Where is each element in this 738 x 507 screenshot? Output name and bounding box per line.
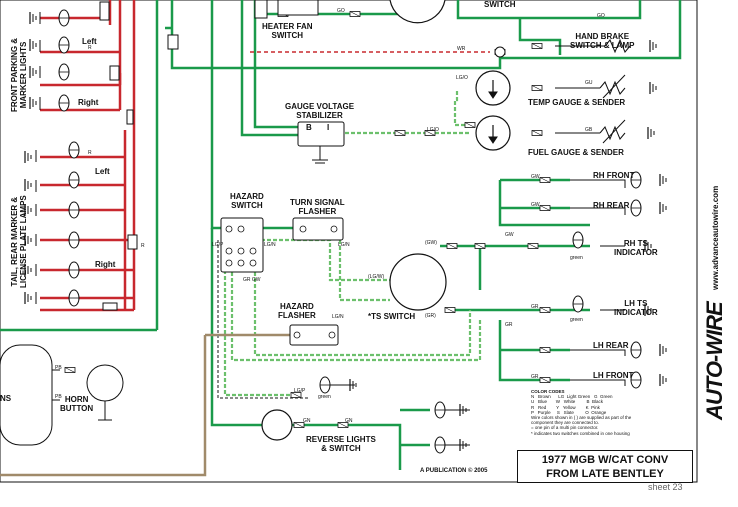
rh-rear-label: RH REAR: [593, 201, 630, 210]
wire-gb: GB: [585, 127, 593, 133]
brand-logo: AUTO-WIRE: [702, 302, 727, 420]
left-lamps: [35, 1, 138, 311]
publication-credit: A PUBLICATION © 2005: [420, 468, 488, 474]
title-line-2: FROM LATE BENTLEY: [546, 468, 664, 480]
legend-row: Wire colors shown in ( ) are supplied as…: [531, 415, 632, 421]
wire-green: green: [570, 317, 583, 323]
title-box: 1977 MGB W/CAT CONV FROM LATE BENTLEY: [517, 450, 693, 483]
wire-go: GO: [597, 13, 605, 19]
wire-lgo: LG/O: [427, 127, 439, 133]
lh-ts-indicator-label: LH TS INDICATOR: [614, 299, 658, 317]
wire-gw: GW: [531, 202, 540, 208]
tail-rear-label: TAIL, REAR MARKER & LICENSE PLATE LAMPS: [10, 195, 28, 288]
website-url: www.advanceautowire.com: [711, 185, 720, 290]
hazard-switch-label: HAZARD SWITCH: [230, 192, 264, 210]
hand-brake-label: HAND BRAKE SWITCH & LAMP: [570, 32, 635, 50]
switch-top-label: SWITCH: [484, 0, 516, 9]
legend-row: P Purple S Slate O Orange: [531, 409, 607, 415]
wire-lgp: LG/P: [212, 242, 224, 248]
wire-lgn: LG/N: [338, 242, 350, 248]
legend-heading: COLOR CODES: [531, 389, 565, 394]
wire-pb: PB: [55, 365, 62, 371]
wire-r: R: [88, 150, 92, 156]
terminal-b: B: [306, 123, 312, 132]
wire-green: green: [318, 394, 331, 400]
rh-front-label: RH FRONT: [593, 171, 635, 180]
lh-rear-label: LH REAR: [593, 341, 629, 350]
temp-gauge-label: TEMP GAUGE & SENDER: [528, 98, 626, 107]
wire-lgp: LG/P: [294, 388, 306, 394]
left-label-2: Left: [95, 167, 110, 176]
legend-row: = one pin of a multi pin connector.: [531, 425, 599, 431]
wire-green: green: [570, 255, 583, 261]
right-label-1: Right: [78, 98, 99, 107]
wire-gn: GN: [303, 418, 311, 424]
heater-fan-switch-label: HEATER FAN SWITCH: [262, 22, 313, 40]
wire-ggr: (GR): [425, 313, 436, 319]
wire-gw: GW: [531, 174, 540, 180]
gray-wire: [217, 240, 310, 399]
legend-row: * indicates two switches combined in one…: [531, 430, 630, 436]
hazard-flasher-label: HAZARD FLASHER: [278, 302, 316, 320]
fuel-gauge-label: FUEL GAUGE & SENDER: [528, 148, 624, 157]
color-legend: COLOR CODES N Brown LG Light Green G Gre…: [531, 389, 681, 436]
turn-flasher-label: TURN SIGNAL FLASHER: [290, 198, 345, 216]
wire-go: GO: [337, 8, 345, 14]
wire-grgw: GR GW: [243, 277, 261, 283]
wire-lgn: LG/N: [332, 314, 344, 320]
right-label-2: Right: [95, 260, 116, 269]
wire-lgo: LG/O: [456, 75, 468, 81]
gauge-stabilizer-label: GAUGE VOLTAGE STABILIZER: [285, 102, 355, 120]
rh-ts-indicator-label: RH TS INDICATOR: [614, 239, 658, 257]
wire-lgw: (LG/W): [368, 274, 385, 280]
terminal-i: I: [327, 123, 330, 132]
diagram-frame: [0, 0, 698, 483]
wire-r: R: [88, 45, 92, 51]
legend-row: component they are connected to.: [531, 420, 600, 426]
wire-gr: GR: [531, 374, 539, 380]
legend-row: U Blue W White B Black: [531, 399, 604, 405]
switch-boxes: [0, 0, 345, 446]
reverse-lights-label: REVERSE LIGHTS & SWITCH: [306, 435, 376, 453]
wire-gr: GR: [531, 304, 539, 310]
horn-button-label: HORN BUTTON: [60, 395, 94, 413]
wire-wr: WR: [457, 46, 466, 52]
brown-wire: [0, 335, 207, 477]
title-line-1: 1977 MGB W/CAT CONV: [541, 454, 669, 466]
gauges: [261, 0, 511, 441]
wire-lgn: LG/N: [264, 242, 276, 248]
legend-row: R Red Y Yellow K Pink: [531, 404, 600, 410]
front-parking-label: FRONT PARKING & MARKER LIGHTS: [10, 37, 28, 112]
wire-ggw: (GW): [425, 240, 437, 246]
wire-gr: GR: [505, 322, 513, 328]
wire-pb: PB: [55, 394, 62, 400]
red-wires: [40, 0, 136, 312]
wire-r: R: [141, 243, 145, 249]
wire-gu: GU: [585, 80, 593, 86]
terminals: [225, 225, 338, 339]
wire-gn: GN: [345, 418, 353, 424]
senders: [599, 38, 631, 144]
lh-front-label: LH FRONT: [593, 371, 634, 380]
left-label-1: Left: [82, 37, 97, 46]
light-green-wires: [223, 91, 482, 397]
wire-gw: GW: [505, 232, 514, 238]
legend-row: N Brown LG Light Green G Green: [531, 394, 613, 400]
ns-label: NS: [0, 394, 12, 403]
ts-switch-label: *TS SWITCH: [368, 312, 416, 321]
sheet-number: sheet 23: [648, 482, 683, 492]
